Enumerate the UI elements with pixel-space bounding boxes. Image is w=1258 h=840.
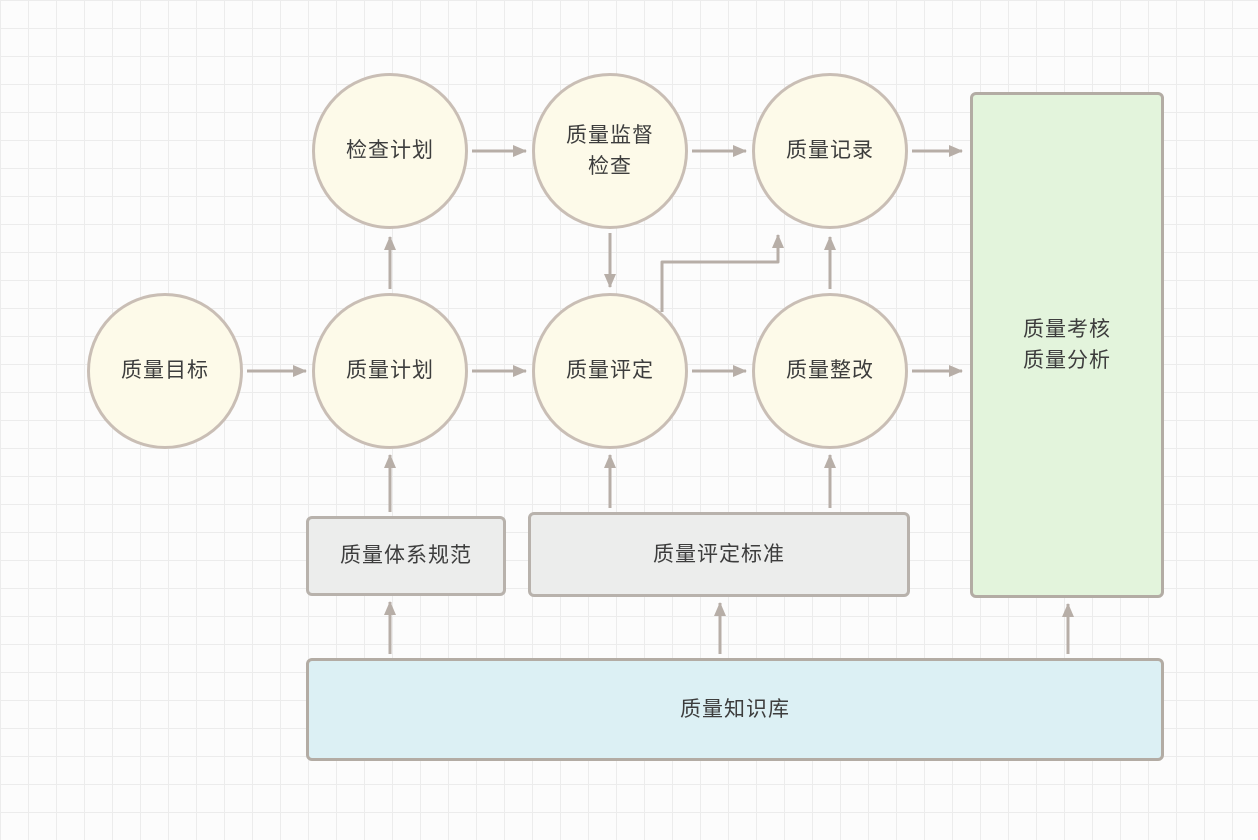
- node-label-quality-rectification: 质量整改: [786, 359, 874, 383]
- node-quality-assessment-standard: 质量评定标准: [528, 512, 910, 597]
- node-label-quality-review-analysis: 质量考核 质量分析: [1023, 317, 1111, 373]
- node-label-quality-plan: 质量计划: [346, 359, 434, 383]
- node-label-quality-assessment-standard: 质量评定标准: [653, 542, 785, 566]
- node-label-quality-records: 质量记录: [786, 139, 874, 163]
- node-quality-rectification: 质量整改: [752, 293, 908, 449]
- node-inspection-plan: 检查计划: [312, 73, 468, 229]
- node-quality-plan: 质量计划: [312, 293, 468, 449]
- node-quality-knowledge-base: 质量知识库: [306, 658, 1164, 761]
- node-quality-records: 质量记录: [752, 73, 908, 229]
- node-quality-objectives: 质量目标: [87, 293, 243, 449]
- node-quality-assessment: 质量评定: [532, 293, 688, 449]
- node-quality-review-analysis: 质量考核 质量分析: [970, 92, 1164, 598]
- node-label-quality-knowledge-base: 质量知识库: [680, 697, 790, 721]
- node-quality-system-spec: 质量体系规范: [306, 516, 506, 596]
- node-label-quality-objectives: 质量目标: [121, 359, 209, 383]
- node-label-quality-assessment: 质量评定: [566, 359, 654, 383]
- node-label-inspection-plan: 检查计划: [346, 139, 434, 163]
- node-quality-supervision-inspection: 质量监督 检查: [532, 73, 688, 229]
- edge-quality-assessment-to-quality-records: [660, 234, 784, 312]
- node-label-quality-supervision-inspection: 质量监督 检查: [566, 123, 654, 179]
- node-label-quality-system-spec: 质量体系规范: [340, 544, 472, 568]
